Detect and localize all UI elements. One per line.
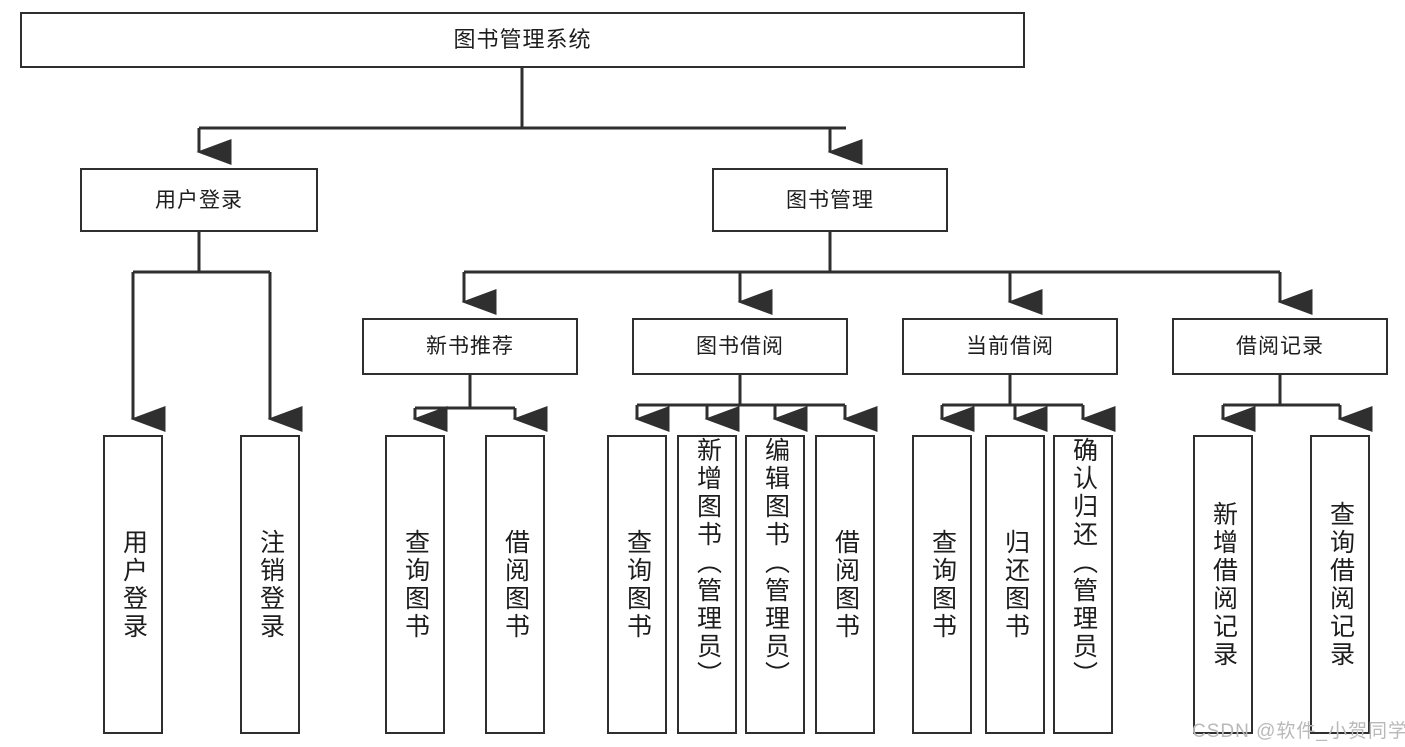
node-label: 新增借阅记录 xyxy=(1209,500,1238,669)
leaf-borrow-book[interactable]: 借阅图书 xyxy=(815,435,875,734)
node-label: 用户登录 xyxy=(155,188,243,212)
leaf-user-login[interactable]: 用户登录 xyxy=(103,435,163,734)
leaf-add-borrow-record[interactable]: 新增借阅记录 xyxy=(1193,435,1253,734)
node-label: 图书管理系统 xyxy=(453,27,592,52)
leaf-user-logout[interactable]: 注销登录 xyxy=(240,435,300,734)
node-label: 注销登录 xyxy=(256,528,285,641)
node-book-borrow[interactable]: 图书借阅 xyxy=(632,318,848,375)
node-label: 新增图书（管理员） xyxy=(693,437,722,689)
node-label: 查询图书 xyxy=(623,528,652,641)
node-current-borrow[interactable]: 当前借阅 xyxy=(902,318,1118,375)
node-borrow-records[interactable]: 借阅记录 xyxy=(1172,318,1388,375)
leaf-return-book[interactable]: 归还图书 xyxy=(985,435,1045,734)
leaf-query-borrow-record[interactable]: 查询借阅记录 xyxy=(1310,435,1370,734)
node-label: 查询图书 xyxy=(928,528,957,641)
node-label: 编辑图书（管理员） xyxy=(761,437,790,689)
node-label: 归还图书 xyxy=(1001,528,1030,641)
leaf-query-book-borrow[interactable]: 查询图书 xyxy=(607,435,667,734)
leaf-query-book-current[interactable]: 查询图书 xyxy=(912,435,972,734)
leaf-query-book-recommend[interactable]: 查询图书 xyxy=(385,435,445,734)
leaf-confirm-return-admin[interactable]: 确认归还（管理员） xyxy=(1053,435,1113,734)
node-label: 当前借阅 xyxy=(966,335,1054,358)
csdn-watermark: CSDN @软件_小贺同学 xyxy=(1192,721,1405,742)
leaf-edit-book-admin[interactable]: 编辑图书（管理员） xyxy=(745,435,805,734)
node-label: 图书管理 xyxy=(786,188,874,212)
node-label: 借阅图书 xyxy=(831,528,860,641)
node-label: 图书借阅 xyxy=(696,335,784,358)
leaf-add-book-admin[interactable]: 新增图书（管理员） xyxy=(677,435,737,734)
node-root-system[interactable]: 图书管理系统 xyxy=(20,12,1025,68)
node-label: 用户登录 xyxy=(119,528,148,641)
node-label: 查询借阅记录 xyxy=(1326,500,1355,669)
node-book-management[interactable]: 图书管理 xyxy=(712,168,948,232)
node-label: 确认归还（管理员） xyxy=(1069,437,1098,689)
node-new-book-recommend[interactable]: 新书推荐 xyxy=(362,318,578,375)
node-label: 查询图书 xyxy=(401,528,430,641)
node-user-login[interactable]: 用户登录 xyxy=(80,168,318,232)
leaf-borrow-book-recommend[interactable]: 借阅图书 xyxy=(485,435,545,734)
node-label: 借阅记录 xyxy=(1236,335,1324,358)
node-label: 新书推荐 xyxy=(426,335,514,358)
node-label: 借阅图书 xyxy=(501,528,530,641)
